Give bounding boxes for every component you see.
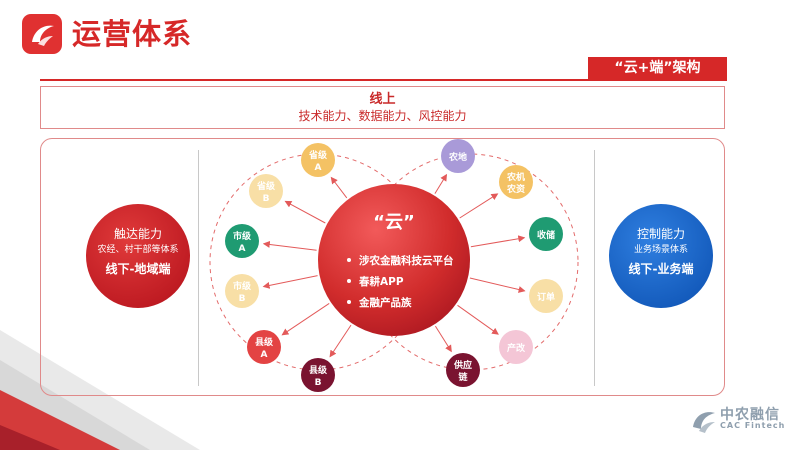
arrow-icon [329,324,352,358]
left-node: 省级 A [301,143,335,177]
arrow-icon [330,176,348,199]
cloud-title: “云” [373,212,415,233]
arrow-icon [457,304,499,335]
right-node-circle [441,139,475,173]
header-rule [40,79,727,81]
right-node-label: 链 [458,371,468,383]
left-node-circle [225,274,259,308]
arrow-icon [262,240,317,251]
right-node-label: 农机 [506,171,525,183]
arrow-icon [434,325,452,353]
arrow-icon [281,302,330,336]
left-node-label: 市级 [233,280,252,292]
left-node-label: 省级 [256,180,276,192]
left-divider [198,150,199,386]
right-node: 订单 [529,279,563,313]
cloud-core-circle [318,184,470,336]
left-node-label: 县级 [255,336,274,348]
right-node-label: 农地 [448,151,467,163]
brand-name: 中农融信 [720,407,780,423]
left-node-label: B [239,294,246,304]
control-capability-circle: 控制能力 业务场景体系 线下-业务端 [609,204,713,308]
arrow-icon [262,275,318,289]
right-divider [594,150,595,386]
reach-capability-circle: 触达能力 农经、村干部等体系 线下-地域端 [86,204,190,308]
left-node-label: 县级 [309,364,328,376]
arrows [262,173,526,358]
cloud-item: 春耕APP [359,275,404,288]
left-node: 县级 B [301,358,335,392]
reach-subtitle: 农经、村干部等体系 [97,245,179,255]
reach-title: 触达能力 [113,227,162,241]
right-node: 收储 [529,217,563,251]
control-subtitle: 业务场景体系 [633,245,688,255]
left-node: 省级 B [249,174,283,208]
left-node-circle [249,174,283,208]
cloud-items: 涉农金融科技云平台 春耕APP 金融产品族 [347,254,454,309]
online-subtitle: 技术能力、数据能力、风控能力 [298,109,467,123]
cloud-item: 金融产品族 [358,296,412,309]
background-wedge [0,330,200,450]
left-node: 市级 B [225,274,259,308]
right-node-label: 收储 [537,229,555,241]
right-node: 供应链 [446,353,480,387]
cloud-item: 涉农金融科技云平台 [359,254,454,267]
control-footer: 线下-业务端 [628,262,694,276]
brand-logo-icon [693,412,715,433]
bullet-dot-icon [347,279,351,283]
bullet-dot-icon [347,300,351,304]
left-node: 县级 A [247,330,281,364]
online-title: 线上 [369,92,396,107]
arrow-icon [469,277,526,293]
right-node: 产改 [499,330,533,364]
right-node-circle [529,217,563,251]
arrow-icon [284,200,326,224]
arrow-icon [434,173,448,194]
left-node-circle [247,330,281,364]
right-node-label: 订单 [537,291,555,303]
right-node-circle [446,353,480,387]
left-node-label: A [239,244,246,254]
online-box: 线上 技术能力、数据能力、风控能力 [40,86,725,129]
reach-footer: 线下-地域端 [105,262,171,276]
right-node: 农地 [441,139,475,173]
logo-icon [22,14,62,54]
right-node-label: 供应 [453,359,472,371]
main-box [40,138,725,396]
arrow-icon [459,193,499,219]
arrow-icon [470,235,526,248]
left-node-label: 市级 [233,230,252,242]
left-node: 市级 A [225,224,259,258]
right-node-label: 农资 [506,183,525,195]
architecture-badge: “云+端”架构 [588,57,727,79]
right-node-label: 产改 [507,342,526,354]
left-node-label: A [261,350,268,360]
left-node-label: 省级 [308,149,328,161]
right-node-circle [499,330,533,364]
control-title: 控制能力 [636,227,685,241]
page-title: 运营体系 [72,17,193,51]
bullet-dot-icon [347,258,351,262]
left-node-circle [301,143,335,177]
left-node-label: B [263,194,270,204]
brand-english: CAC Fintech [720,421,786,430]
right-node-circle [499,165,533,199]
left-node-label: A [315,163,322,173]
right-node-circle [529,279,563,313]
left-node-label: B [315,378,322,388]
left-node-circle [301,358,335,392]
left-node-circle [225,224,259,258]
